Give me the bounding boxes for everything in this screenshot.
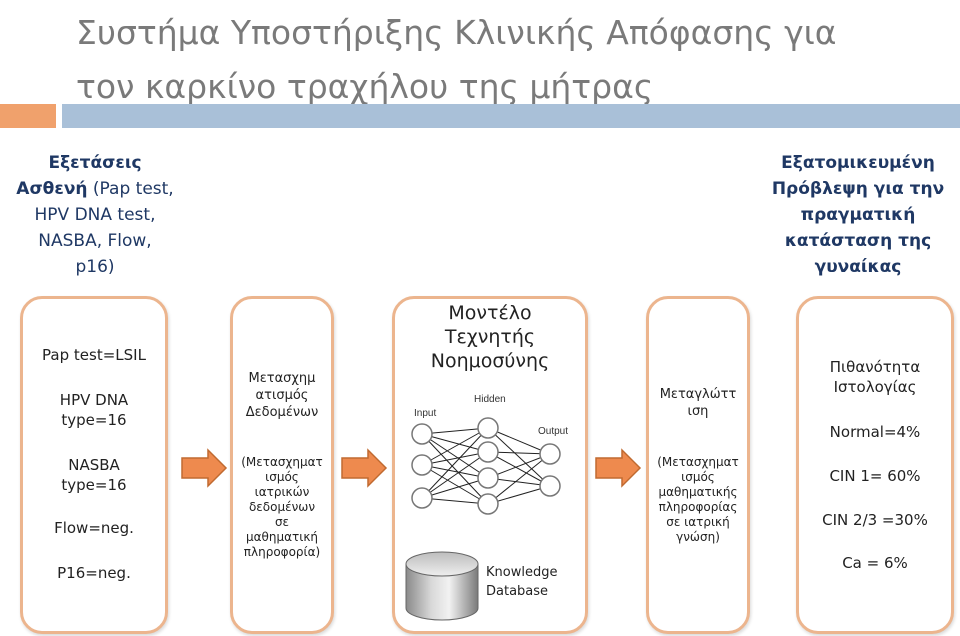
nn-edges bbox=[421, 427, 551, 505]
arrow-right-icon bbox=[341, 448, 388, 488]
model-title-1: Μοντέλο bbox=[448, 302, 532, 324]
header-rest-2: (Pap test, bbox=[87, 179, 174, 199]
box-test-results bbox=[20, 296, 168, 634]
box-interpretation bbox=[646, 296, 750, 634]
prob-title-1: Πιθανότητα bbox=[829, 358, 921, 376]
arrow-right-icon bbox=[181, 448, 228, 488]
header-line-5: p16) bbox=[75, 257, 115, 277]
prob-normal: Normal=4% bbox=[829, 423, 921, 441]
interp-desc-4: πληροφορίας bbox=[658, 500, 738, 514]
prob-title-2: Ιστολογίας bbox=[833, 378, 917, 396]
interp-desc-6: γνώση) bbox=[676, 530, 720, 544]
rheader-line-2: Πρόβλεψη για την bbox=[771, 179, 945, 199]
transform-desc-3: ιατρικών bbox=[254, 485, 310, 499]
nn-hidden-label: Hidden bbox=[474, 394, 506, 405]
test-pap: Pap test=LSIL bbox=[42, 346, 146, 364]
box-data-transformation bbox=[230, 296, 334, 634]
test-nasba-line1: NASBA bbox=[68, 456, 120, 474]
header-bold-1: Εξετάσεις bbox=[48, 153, 142, 173]
arrow-right-icon bbox=[595, 448, 642, 488]
accent-band-orange bbox=[0, 104, 56, 128]
transform-desc-5: σε bbox=[274, 515, 290, 529]
transform-desc-7: πληροφορία) bbox=[243, 545, 321, 559]
transform-title-1: Μετασχημ bbox=[248, 371, 316, 386]
prob-cin23: CIN 2/3 =30% bbox=[822, 511, 928, 529]
database-cylinder-icon bbox=[405, 551, 479, 621]
transform-desc-4: δεδομένων bbox=[248, 500, 316, 514]
rheader-line-1: Εξατομικευμένη bbox=[781, 153, 935, 173]
transform-desc-6: μαθηματική bbox=[246, 530, 318, 544]
model-title-3: Νοημοσύνης bbox=[430, 350, 550, 372]
nn-output-label: Output bbox=[538, 426, 568, 437]
neural-network-icon: Input Hidden Output bbox=[411, 394, 568, 515]
transform-title-3: Δεδομένων bbox=[245, 405, 319, 420]
test-flow: Flow=neg. bbox=[54, 519, 134, 537]
interp-desc-2: ισμός bbox=[681, 470, 715, 484]
patient-tests-header: Εξετάσεις Ασθενή (Pap test, HPV DNA test… bbox=[0, 150, 190, 280]
rheader-line-5: γυναίκας bbox=[814, 257, 902, 277]
prob-cin1: CIN 1= 60% bbox=[829, 467, 921, 485]
rheader-line-4: κατάσταση της bbox=[784, 231, 932, 251]
rheader-line-3: πραγματική bbox=[800, 205, 916, 225]
header-bold-2: Ασθενή bbox=[16, 179, 88, 199]
box-histology-probability bbox=[796, 296, 954, 634]
model-title-2: Τεχνητής bbox=[444, 326, 536, 348]
test-nasba-line2: type=16 bbox=[61, 476, 127, 494]
transform-desc-2: ισμός bbox=[265, 470, 299, 484]
kb-line-1: Knowledge bbox=[486, 565, 558, 580]
transform-desc-1: (Μετασχηματ bbox=[241, 455, 323, 469]
nn-nodes bbox=[411, 417, 561, 515]
test-hpv-line1: HPV DNA bbox=[59, 391, 129, 409]
interp-desc-3: μαθηματικής bbox=[658, 485, 738, 499]
interp-title-2: ιση bbox=[687, 404, 709, 419]
transform-title-2: ατισμός bbox=[255, 388, 309, 403]
slide-title: Συστήμα Υποστήριξης Κλινικής Απόφασης γι… bbox=[76, 6, 956, 114]
prediction-header: Εξατομικευμένη Πρόβλεψη για την πραγματι… bbox=[756, 150, 960, 280]
nn-input-label: Input bbox=[414, 408, 436, 419]
header-line-4: NASBA, Flow, bbox=[38, 231, 152, 251]
title-line-1: Συστήμα Υποστήριξης Κλινικής Απόφασης γι… bbox=[76, 13, 837, 52]
interp-desc-5: σε ιατρική bbox=[666, 515, 730, 529]
header-line-3: HPV DNA test, bbox=[34, 205, 156, 225]
accent-band-blue bbox=[62, 104, 960, 128]
test-p16: P16=neg. bbox=[57, 564, 131, 582]
interp-title-1: Μεταγλώττ bbox=[659, 387, 737, 402]
kb-line-2: Database bbox=[486, 584, 549, 599]
title-line-2: τον καρκίνο τραχήλου της μήτρας bbox=[76, 67, 654, 106]
interp-desc-1: (Μετασχηματ bbox=[657, 455, 739, 469]
prob-ca: Ca = 6% bbox=[842, 554, 908, 572]
test-hpv-line2: type=16 bbox=[61, 411, 127, 429]
